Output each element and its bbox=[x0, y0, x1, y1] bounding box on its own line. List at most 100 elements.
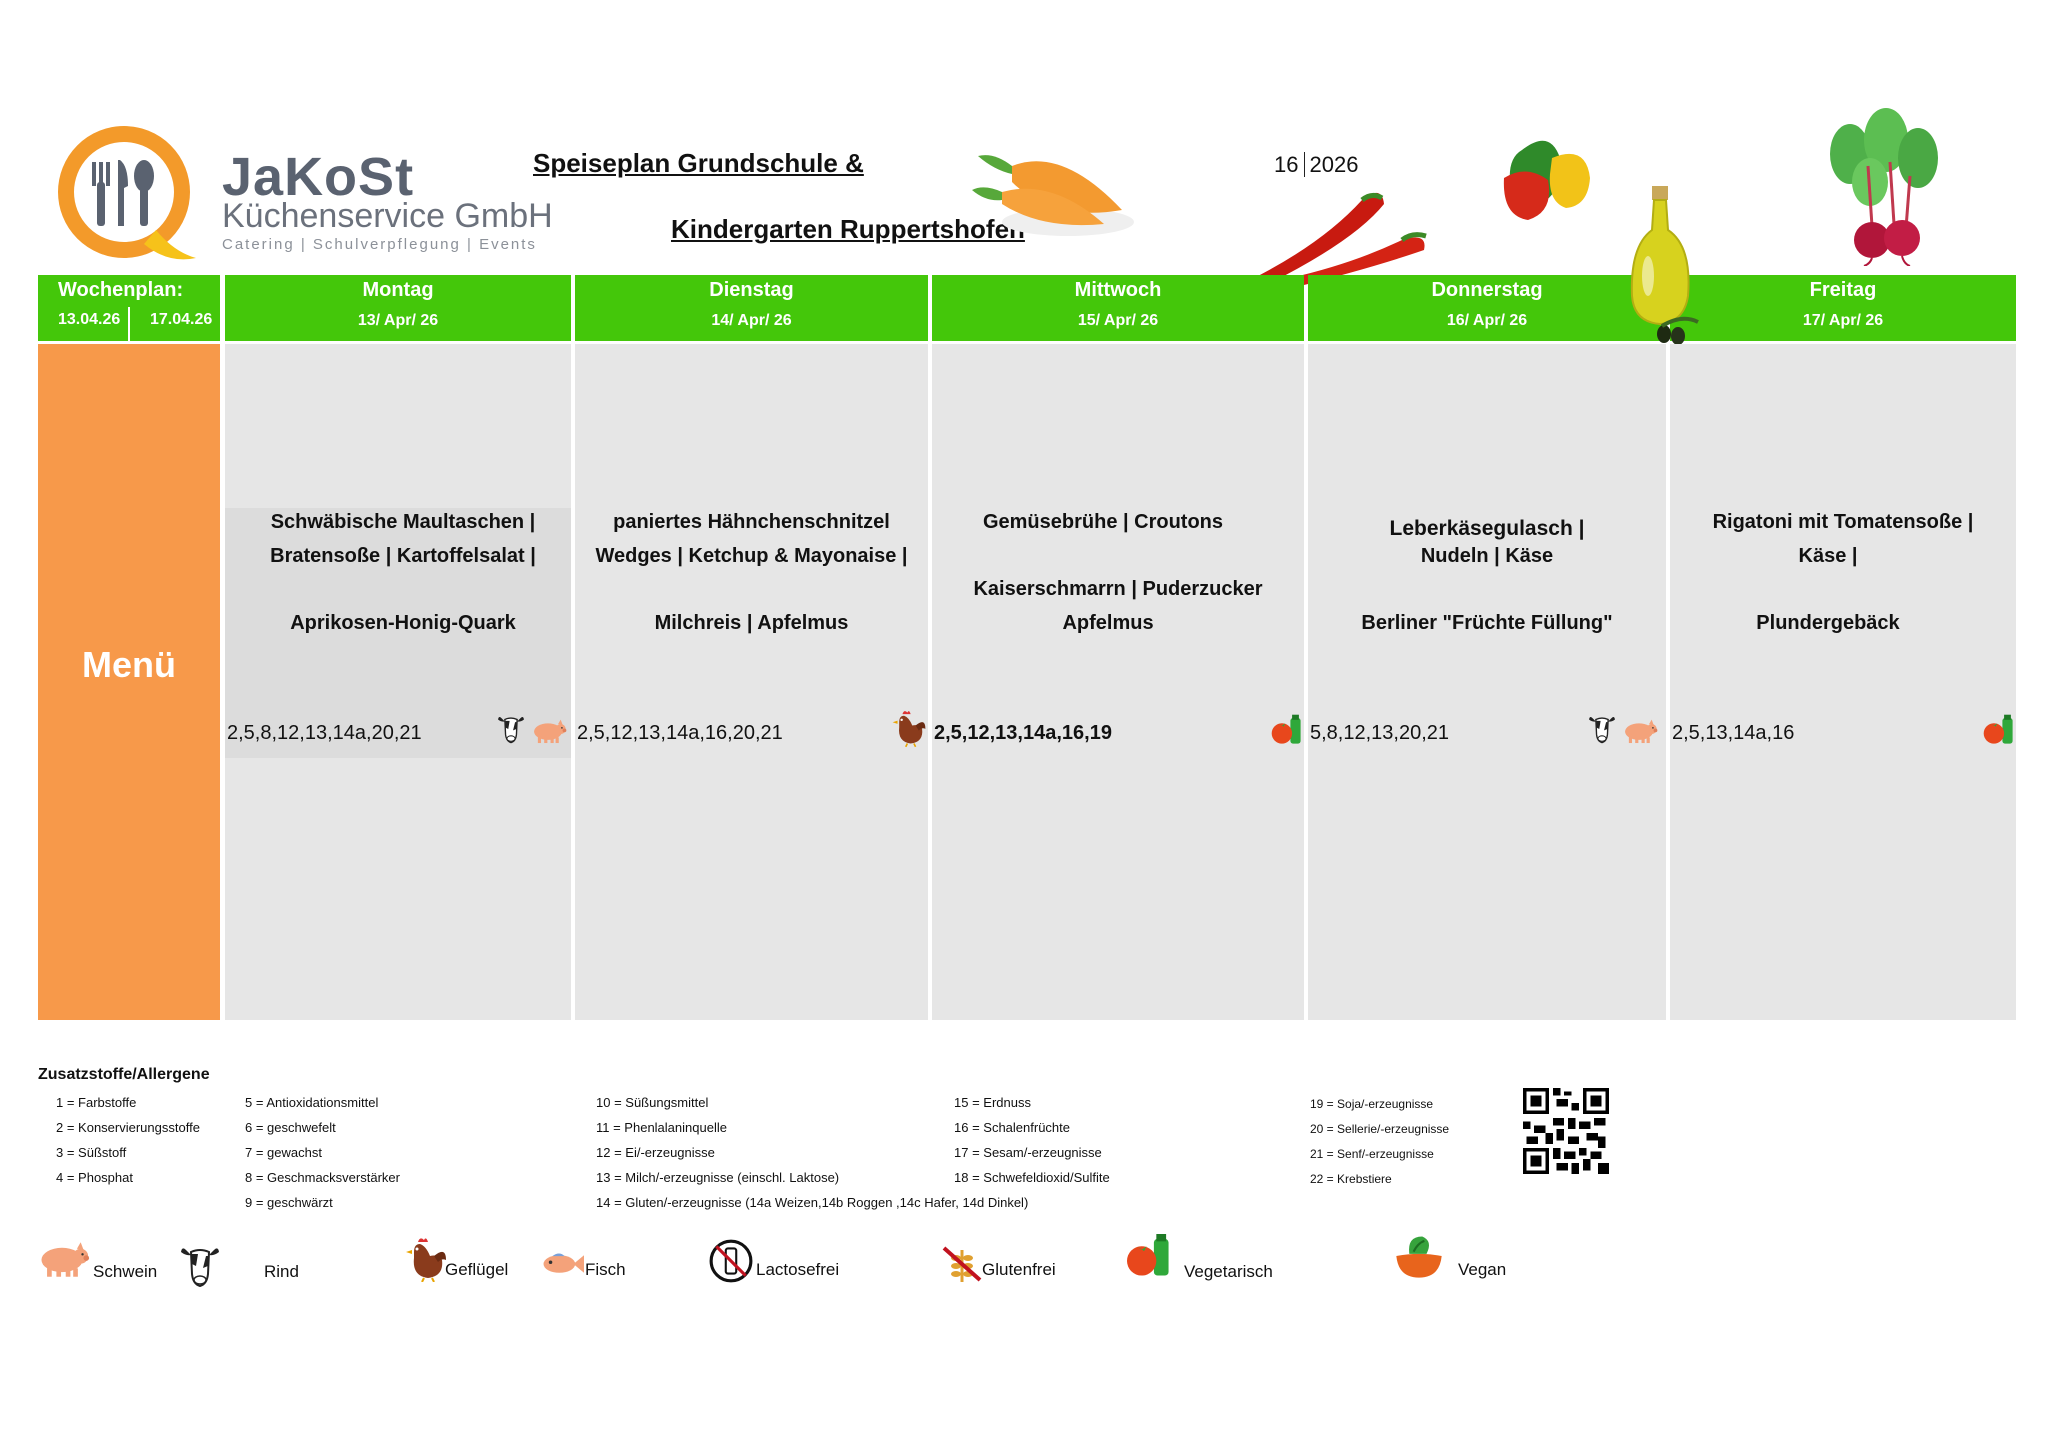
brand-subtitle: Küchenservice GmbH bbox=[222, 197, 553, 235]
legend-item: 10 = Süßungsmittel bbox=[596, 1095, 709, 1110]
olive-oil-illustration bbox=[1630, 186, 1699, 345]
legend-label-schwein: Schwein bbox=[93, 1262, 158, 1281]
legend-col-3: 10 = Süßungsmittel 11 = Phenlalaninquell… bbox=[596, 1090, 1028, 1215]
day-date: 13/ Apr/ 26 bbox=[357, 312, 439, 329]
legend-item: 9 = geschwärzt bbox=[245, 1195, 333, 1210]
vegetarian-icon bbox=[1124, 1234, 1174, 1278]
vegetarian-icon bbox=[1982, 714, 2016, 746]
day-header-freitag: Freitag 17/ Apr/ 26 bbox=[1670, 275, 2016, 341]
qr-code[interactable] bbox=[1520, 1088, 1612, 1174]
dish-line: Aprikosen-Honig-Quark bbox=[290, 612, 516, 634]
week-number: 16 bbox=[1274, 152, 1306, 177]
day-date: 15/ Apr/ 26 bbox=[1077, 312, 1159, 329]
legend-label-gefluegel: Geflügel bbox=[445, 1260, 509, 1279]
day-cell-donnerstag: Leberkäsegulasch | Nudeln | Käse Berline… bbox=[1308, 344, 1666, 1020]
legend-item: 8 = Geschmacksverstärker bbox=[245, 1170, 400, 1185]
day-cell-montag: Schwäbische Maultaschen | Bratensoße | K… bbox=[225, 344, 571, 1020]
day-cell-mittwoch: Gemüsebrühe | Croutons Kaiserschmarrn | … bbox=[932, 344, 1304, 1020]
cow-icon bbox=[180, 1244, 220, 1288]
legend-item: 18 = Schwefeldioxid/Sulfite bbox=[954, 1170, 1110, 1185]
allergen-codes: 2,5,8,12,13,14a,20,21 bbox=[227, 722, 422, 744]
legend-item: 7 = gewachst bbox=[245, 1145, 322, 1160]
day-name: Dienstag bbox=[709, 279, 794, 301]
dish-line: Wedges | Ketchup & Mayonaise | bbox=[595, 545, 908, 567]
dish-line: Berliner "Früchte Füllung" bbox=[1361, 612, 1613, 634]
legend-item: 14 = Gluten/-erzeugnisse (14a Weizen,14b… bbox=[596, 1195, 1029, 1210]
vegetarian-icon bbox=[1270, 714, 1304, 746]
legend-item: 20 = Sellerie/-erzeugnisse bbox=[1310, 1122, 1450, 1136]
legend-label-vegan: Vegan bbox=[1458, 1260, 1507, 1279]
day-name: Montag bbox=[362, 279, 434, 301]
legend-col-1: 1 = Farbstoffe 2 = Konservierungsstoffe … bbox=[56, 1090, 200, 1190]
legend-label-lactosefrei: Lactosefrei bbox=[756, 1260, 840, 1279]
vegan-icon bbox=[1392, 1232, 1446, 1280]
beetroot-illustration bbox=[1830, 108, 1938, 266]
day-date: 16/ Apr/ 26 bbox=[1446, 312, 1528, 329]
page-title-line1: Speiseplan Grundschule & bbox=[533, 148, 864, 178]
chicken-icon bbox=[404, 1236, 448, 1282]
carrots-illustration bbox=[972, 155, 1134, 236]
legend-col-5: 19 = Soja/-erzeugnisse 20 = Sellerie/-er… bbox=[1310, 1092, 1449, 1192]
dish-line: Bratensoße | Kartoffelsalat | bbox=[270, 545, 536, 567]
legend-item: 5 = Antioxidationsmittel bbox=[245, 1095, 379, 1110]
day-date: 14/ Apr/ 26 bbox=[711, 312, 792, 329]
legend-col-4: 15 = Erdnuss 16 = Schalenfrüchte 17 = Se… bbox=[954, 1090, 1110, 1190]
brand-tagline: Catering | Schulverpflegung | Events bbox=[222, 236, 537, 253]
weekplan-label: Wochenplan: bbox=[58, 279, 184, 301]
allergen-codes: 5,8,12,13,20,21 bbox=[1310, 722, 1450, 744]
chicken-icon bbox=[891, 708, 927, 748]
cow-icon bbox=[497, 714, 525, 744]
page-title-line2: Kindergarten Ruppertshofen bbox=[671, 214, 1025, 244]
dish-line: Gemüsebrühe | Croutons bbox=[982, 511, 1224, 533]
legend-col-2: 5 = Antioxidationsmittel 6 = geschwefelt… bbox=[245, 1090, 400, 1215]
legend-item: 4 = Phosphat bbox=[56, 1170, 133, 1185]
cow-icon bbox=[1588, 714, 1616, 744]
brand-name: JaKoSt bbox=[222, 147, 415, 207]
legend-item: 15 = Erdnuss bbox=[954, 1095, 1031, 1110]
lactose-free-icon bbox=[708, 1238, 754, 1284]
day-cell-dienstag: paniertes Hähnchenschnitzel Wedges | Ket… bbox=[575, 344, 928, 1020]
pig-icon bbox=[34, 1240, 90, 1278]
day-header-dienstag: Dienstag 14/ Apr/ 26 bbox=[575, 275, 928, 341]
legend-item: 22 = Krebstiere bbox=[1310, 1172, 1392, 1186]
day-name: Freitag bbox=[1809, 279, 1877, 301]
pig-icon bbox=[529, 718, 567, 744]
legend-label-vegetarisch: Vegetarisch bbox=[1184, 1262, 1273, 1281]
dish-line: paniertes Hähnchenschnitzel bbox=[613, 511, 890, 533]
legend-item: 17 = Sesam/-erzeugnisse bbox=[954, 1145, 1102, 1160]
dish-line: Käse | bbox=[1798, 545, 1858, 567]
dish-line: Schwäbische Maultaschen | bbox=[270, 511, 536, 533]
day-date: 17/ Apr/ 26 bbox=[1802, 312, 1884, 329]
legend-item: 3 = Süßstoff bbox=[56, 1145, 127, 1160]
weekplan-divider bbox=[128, 307, 130, 341]
legend-label-rind: Rind bbox=[264, 1262, 299, 1281]
legend-item: 16 = Schalenfrüchte bbox=[954, 1120, 1070, 1135]
highlight-block bbox=[225, 508, 571, 758]
legend-item: 12 = Ei/-erzeugnisse bbox=[596, 1145, 715, 1160]
dish-line: Rigatoni mit Tomatensoße | bbox=[1712, 511, 1974, 533]
legend-item: 1 = Farbstoffe bbox=[56, 1095, 137, 1110]
legend-item: 13 = Milch/-erzeugnisse (einschl. Laktos… bbox=[596, 1170, 840, 1185]
day-header-donnerstag: Donnerstag 16/ Apr/ 26 bbox=[1308, 275, 1666, 341]
legend-item: 6 = geschwefelt bbox=[245, 1120, 336, 1135]
dish-line: Milchreis | Apfelmus bbox=[654, 612, 849, 634]
allergen-codes: 2,5,13,14a,16 bbox=[1672, 722, 1795, 744]
gluten-free-icon bbox=[940, 1244, 984, 1284]
allergen-codes: 2,5,12,13,14a,16,20,21 bbox=[577, 722, 783, 744]
legend-item: 11 = Phenlalaninquelle bbox=[596, 1120, 727, 1135]
fish-icon bbox=[540, 1250, 584, 1278]
dish-line: Leberkäsegulasch | bbox=[1389, 517, 1585, 540]
menu-label-column: Menü bbox=[38, 344, 220, 1020]
allergen-codes: 2,5,12,13,14a,16,19 bbox=[934, 722, 1112, 744]
day-header-montag: Montag 13/ Apr/ 26 bbox=[225, 275, 571, 341]
legend-label-fisch: Fisch bbox=[585, 1260, 626, 1279]
day-name: Donnerstag bbox=[1431, 279, 1543, 301]
week-year: 2026 bbox=[1309, 152, 1359, 177]
day-cell-freitag: Rigatoni mit Tomatensoße | Käse | Plunde… bbox=[1670, 344, 2016, 1020]
dish-line: Kaiserschmarrn | Puderzucker bbox=[973, 578, 1263, 600]
bell-peppers-illustration bbox=[1503, 140, 1590, 220]
day-name: Mittwoch bbox=[1074, 279, 1162, 301]
weekplan-header: Wochenplan: 13.04.26 17.04.26 bbox=[38, 275, 220, 341]
logo-icon bbox=[58, 126, 196, 260]
